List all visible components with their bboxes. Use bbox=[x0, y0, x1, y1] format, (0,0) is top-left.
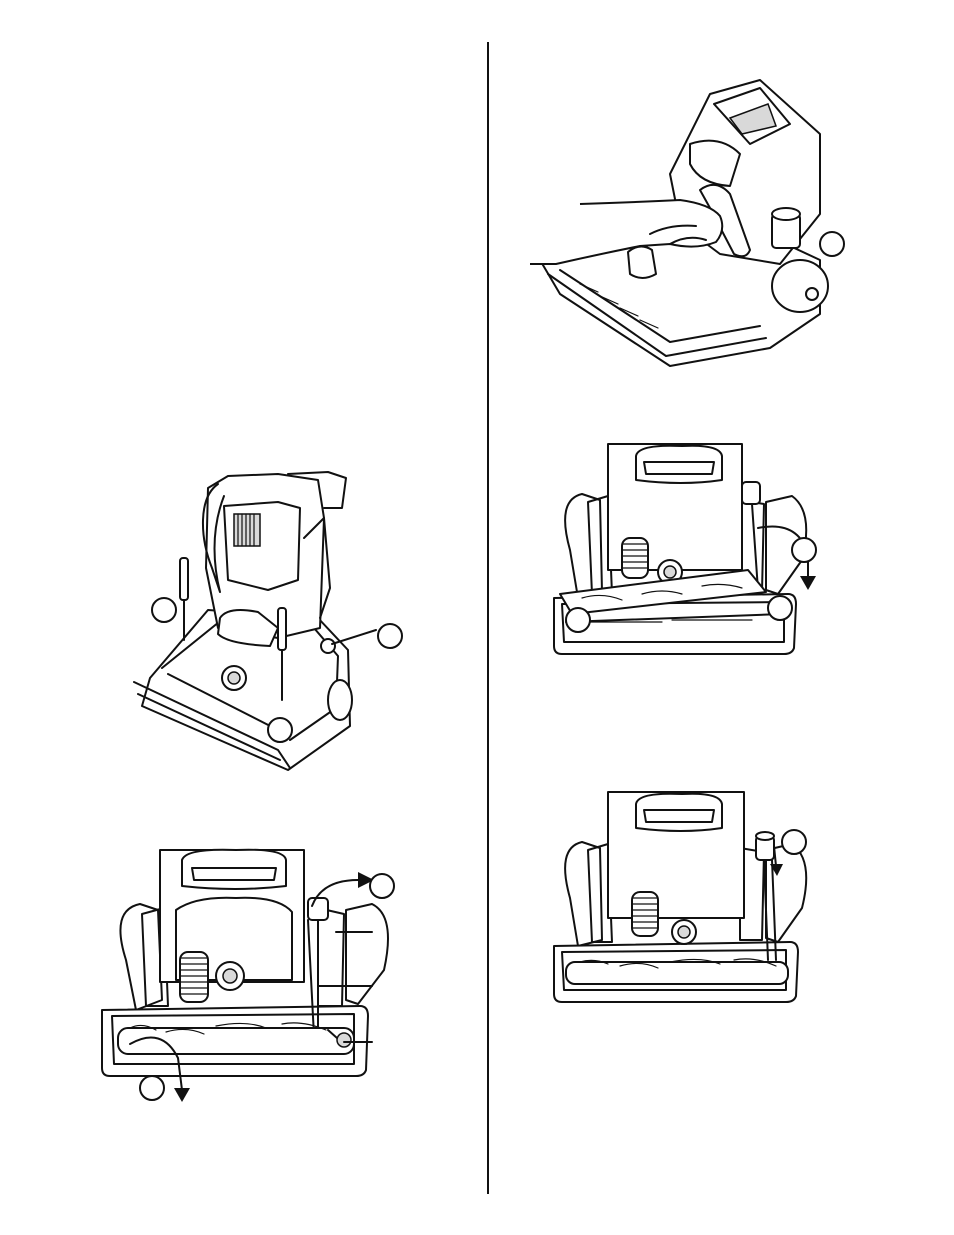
callout-circle bbox=[792, 538, 816, 562]
callout-circle bbox=[370, 874, 394, 898]
callout-circle bbox=[140, 1076, 164, 1100]
callout-circle bbox=[268, 718, 292, 742]
figure-belt-install bbox=[550, 790, 840, 1010]
belt-removal-illustration bbox=[96, 840, 416, 1110]
figure-upright-screwdrivers bbox=[128, 468, 428, 778]
belt-install-illustration bbox=[550, 790, 840, 1010]
belt-hand-illustration bbox=[520, 74, 850, 374]
vacuum-upright-illustration bbox=[128, 468, 428, 778]
callout-circle bbox=[378, 624, 402, 648]
callout-circle bbox=[768, 596, 792, 620]
brushroll-installed bbox=[566, 959, 788, 984]
figure-brushroll-lift bbox=[552, 442, 842, 662]
callout-circle bbox=[820, 232, 844, 256]
callout-circle bbox=[782, 830, 806, 854]
hose-coil bbox=[180, 952, 208, 1002]
figure-belt-removal bbox=[96, 840, 416, 1110]
column-divider bbox=[487, 42, 489, 1194]
figure-belt-hand bbox=[520, 74, 850, 374]
callout-circle bbox=[566, 608, 590, 632]
callout-circle bbox=[152, 598, 176, 622]
brushroll-lift-illustration bbox=[552, 442, 842, 662]
